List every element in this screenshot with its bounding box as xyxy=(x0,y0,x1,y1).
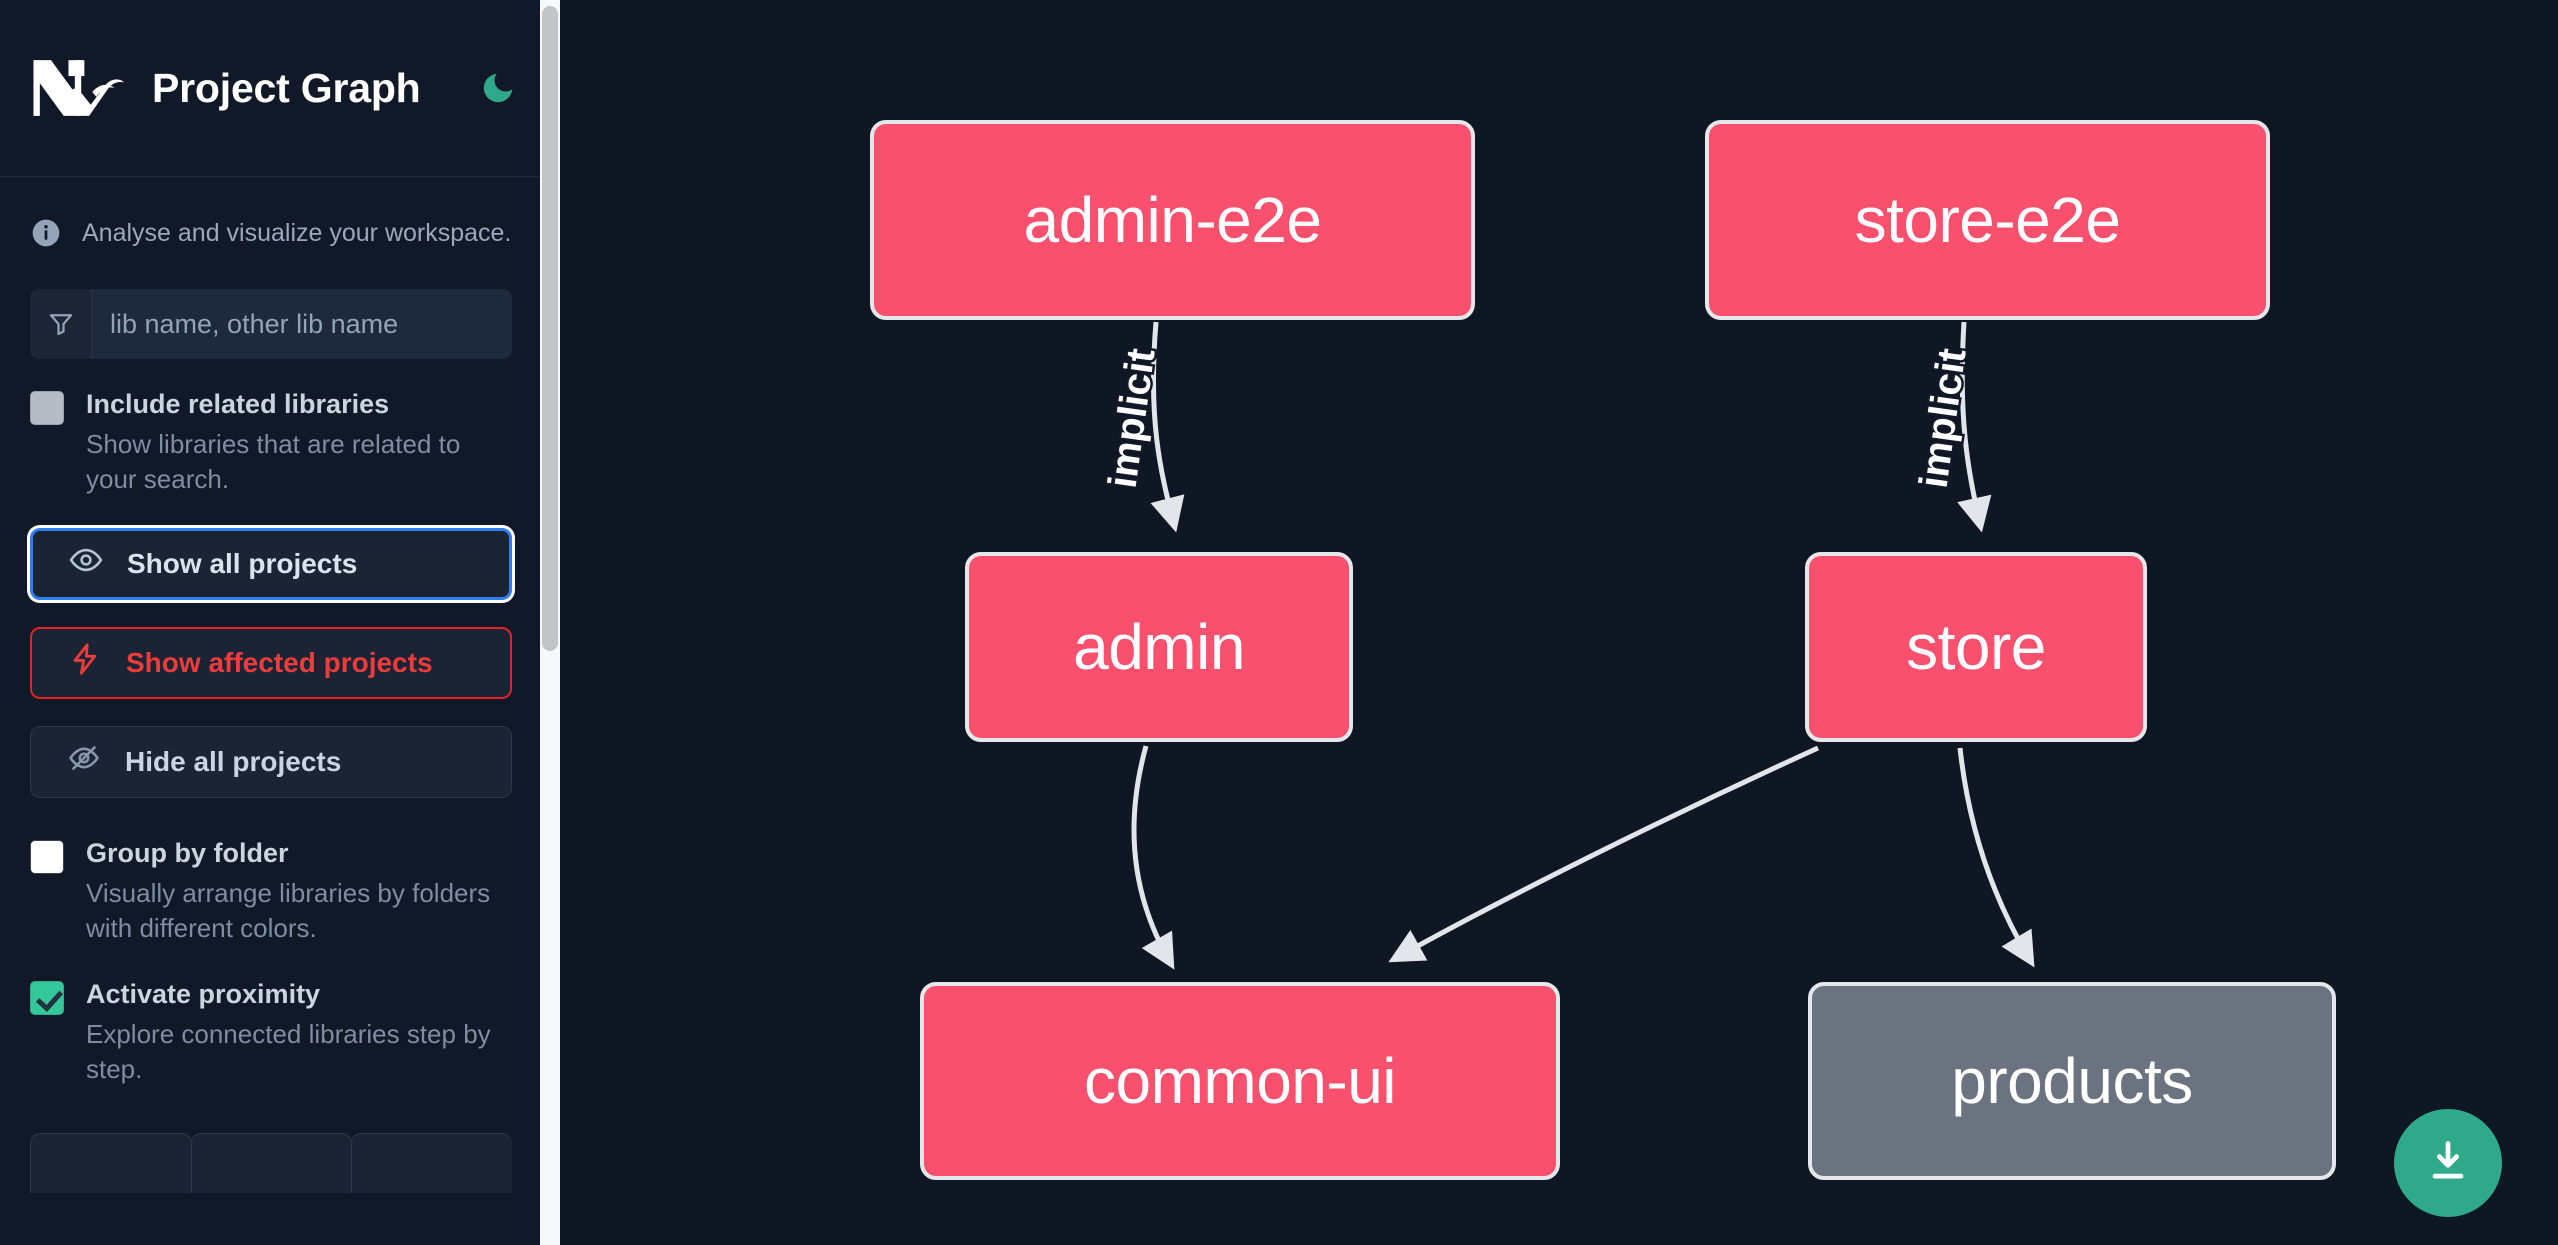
search-box[interactable] xyxy=(30,289,512,359)
checkbox-group-by-folder-box[interactable] xyxy=(30,839,64,874)
graph-node-products[interactable]: products xyxy=(1808,982,2336,1180)
edge-store-to-products xyxy=(1957,747,2035,968)
sidebar-scrollbar-track[interactable] xyxy=(540,0,560,1245)
checkbox-group-by-folder-label: Group by folder xyxy=(86,837,289,868)
info-icon xyxy=(30,217,62,249)
sidebar-scroll-content: Project Graph Analyse and visualize your… xyxy=(0,0,560,1245)
graph-canvas[interactable]: implicit implicit admin-e2e store-e2e ad… xyxy=(560,0,2558,1245)
edge-store-e2e-to-store xyxy=(1957,321,1992,533)
edge-store-to-common-ui xyxy=(1388,745,1820,963)
download-graph-button[interactable] xyxy=(2394,1109,2502,1217)
graph-node-products-label: products xyxy=(1951,1045,2193,1117)
lightning-icon xyxy=(68,642,102,683)
edge-admin-to-common-ui xyxy=(1131,745,1175,970)
sidebar-header: Project Graph xyxy=(0,0,542,177)
workspace-info-text: Analyse and visualize your workspace. xyxy=(82,218,512,247)
edge-admin-e2e-to-admin xyxy=(1150,321,1185,533)
filter-icon xyxy=(30,289,92,359)
checkbox-include-related-libraries-label: Include related libraries xyxy=(86,389,390,419)
show-affected-projects-button[interactable]: Show affected projects xyxy=(30,626,512,699)
checkbox-include-related-libraries-box[interactable] xyxy=(30,391,64,425)
segment-option-2[interactable] xyxy=(190,1133,353,1194)
proximity-segmented-control[interactable] xyxy=(30,1133,512,1194)
sidebar: Project Graph Analyse and visualize your… xyxy=(0,0,560,1245)
moon-icon[interactable] xyxy=(475,65,521,111)
graph-node-admin-e2e-label: admin-e2e xyxy=(1023,184,1322,256)
edge-label-implicit-store: implicit xyxy=(1912,346,1975,491)
eye-off-icon xyxy=(67,741,101,782)
search-input[interactable] xyxy=(92,289,512,359)
checkbox-group-by-folder-desc: Visually arrange libraries by folders wi… xyxy=(86,877,491,944)
graph-node-admin-e2e[interactable]: admin-e2e xyxy=(870,120,1475,320)
graph-node-store[interactable]: store xyxy=(1805,552,2147,742)
graph-node-common-ui-label: common-ui xyxy=(1083,1045,1397,1117)
graph-node-admin-label: admin xyxy=(1073,611,1245,683)
checkbox-include-related-libraries[interactable]: Include related libraries Show libraries… xyxy=(0,359,542,498)
checkbox-group-by-folder[interactable]: Group by folder Visually arrange librari… xyxy=(0,798,542,947)
checkbox-activate-proximity-desc: Explore connected libraries step by step… xyxy=(86,1018,491,1085)
graph-node-store-label: store xyxy=(1906,611,2046,683)
checkbox-include-related-libraries-desc: Show libraries that are related to your … xyxy=(86,429,461,495)
show-all-projects-button[interactable]: Show all projects xyxy=(30,527,512,600)
download-icon xyxy=(2422,1135,2474,1192)
graph-node-admin[interactable]: admin xyxy=(965,552,1353,742)
show-all-projects-label: Show all projects xyxy=(127,547,358,579)
graph-node-common-ui[interactable]: common-ui xyxy=(920,982,1560,1180)
nx-logo-icon xyxy=(30,57,126,119)
edge-label-implicit-admin: implicit xyxy=(1101,346,1164,491)
segment-option-1[interactable] xyxy=(30,1133,192,1194)
eye-icon xyxy=(69,543,103,584)
graph-node-store-e2e[interactable]: store-e2e xyxy=(1705,120,2270,320)
graph-edges: implicit implicit xyxy=(1098,321,2035,970)
page-title: Project Graph xyxy=(152,64,421,111)
checkbox-activate-proximity[interactable]: Activate proximity Explore connected lib… xyxy=(0,947,542,1088)
workspace-info: Analyse and visualize your workspace. xyxy=(0,177,542,289)
show-affected-projects-label: Show affected projects xyxy=(126,646,433,678)
hide-all-projects-label: Hide all projects xyxy=(125,745,342,777)
graph-node-store-e2e-label: store-e2e xyxy=(1854,184,2121,256)
checkbox-activate-proximity-label: Activate proximity xyxy=(86,978,321,1009)
checkbox-activate-proximity-box[interactable] xyxy=(30,980,64,1015)
hide-all-projects-button[interactable]: Hide all projects xyxy=(30,725,512,798)
segment-option-3[interactable] xyxy=(351,1133,512,1194)
sidebar-scrollbar-thumb[interactable] xyxy=(542,6,558,651)
visibility-buttons: Show all projects Show affected projects xyxy=(0,498,542,798)
